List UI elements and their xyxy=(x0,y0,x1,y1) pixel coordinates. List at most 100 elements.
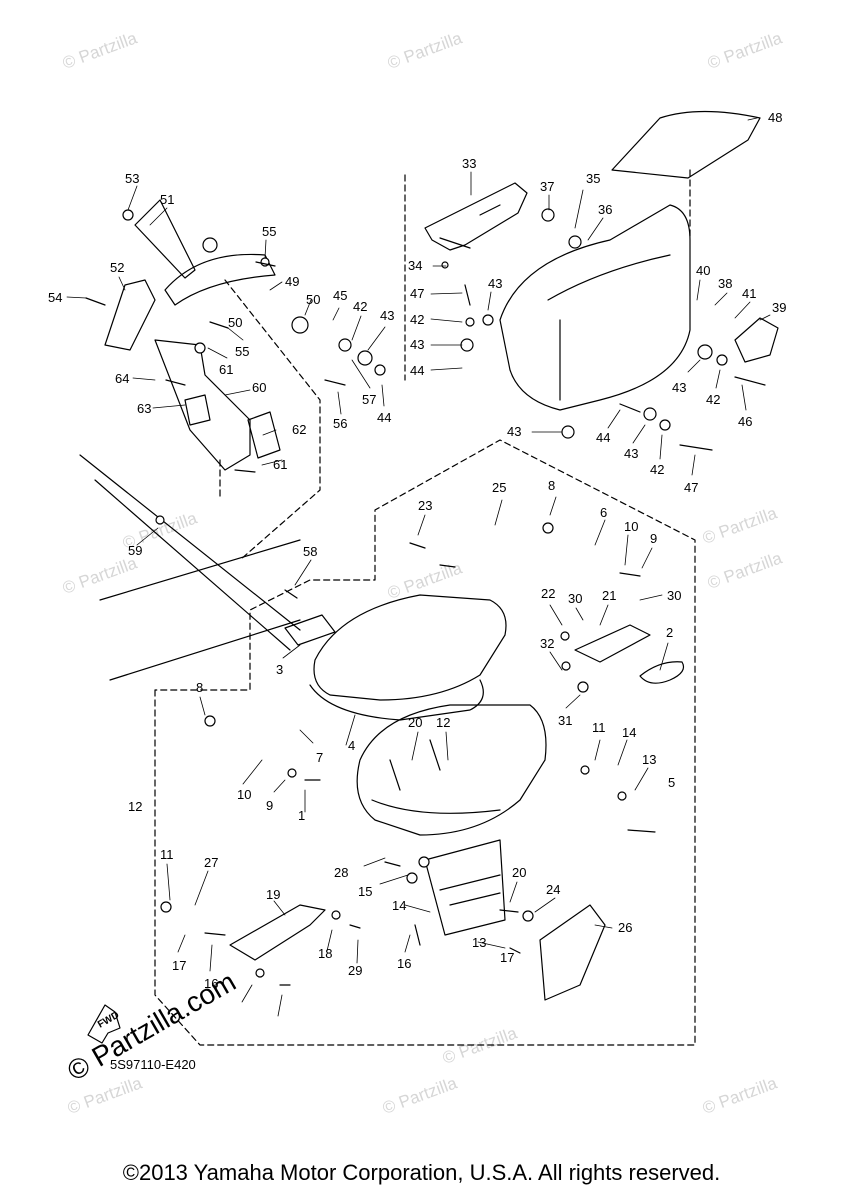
part-49-rail xyxy=(164,253,276,306)
callout-1: 1 xyxy=(298,808,305,823)
callout-54: 54 xyxy=(48,290,62,305)
callout-43: 43 xyxy=(624,446,638,461)
callout-12: 12 xyxy=(436,715,450,730)
callout-43: 43 xyxy=(488,276,502,291)
callout-43: 43 xyxy=(380,308,394,323)
callout-2: 2 xyxy=(666,625,673,640)
callout-22: 22 xyxy=(541,586,555,601)
callout-20: 20 xyxy=(408,715,422,730)
callout-9: 9 xyxy=(266,798,273,813)
callout-44: 44 xyxy=(596,430,610,445)
callout-4: 4 xyxy=(348,738,355,753)
callout-40: 40 xyxy=(696,263,710,278)
callout-59: 59 xyxy=(128,543,142,558)
callout-15: 15 xyxy=(358,884,372,899)
part-60-frame xyxy=(154,339,251,471)
callout-25: 25 xyxy=(492,480,506,495)
callout-51: 51 xyxy=(160,192,174,207)
callout-34: 34 xyxy=(408,258,422,273)
callout-20: 20 xyxy=(512,865,526,880)
callout-23: 23 xyxy=(418,498,432,513)
callout-57: 57 xyxy=(362,392,376,407)
callout-41: 41 xyxy=(742,286,756,301)
callout-18: 18 xyxy=(318,946,332,961)
callout-43: 43 xyxy=(672,380,686,395)
callout-52: 52 xyxy=(110,260,124,275)
part-63-pad xyxy=(184,394,211,426)
part-3-label xyxy=(284,614,336,646)
part-26-plate xyxy=(424,839,506,936)
callout-26: 26 xyxy=(618,920,632,935)
part-21-plate xyxy=(574,624,651,663)
bolts xyxy=(85,261,766,986)
callout-43: 43 xyxy=(410,337,424,352)
callout-50: 50 xyxy=(306,292,320,307)
callout-64: 64 xyxy=(115,371,129,386)
callout-9: 9 xyxy=(650,531,657,546)
part-39-plate xyxy=(734,317,779,363)
callout-27: 27 xyxy=(204,855,218,870)
callout-39: 39 xyxy=(772,300,786,315)
callout-42: 42 xyxy=(706,392,720,407)
callout-61: 61 xyxy=(219,362,233,377)
callout-44: 44 xyxy=(410,363,424,378)
callout-30: 30 xyxy=(568,591,582,606)
callout-11: 11 xyxy=(160,847,174,862)
callout-7: 7 xyxy=(316,750,323,765)
callout-8: 8 xyxy=(196,680,203,695)
callout-63: 63 xyxy=(137,401,151,416)
callout-46: 46 xyxy=(738,414,752,429)
copyright-notice: ©2013 Yamaha Motor Corporation, U.S.A. A… xyxy=(122,1160,721,1185)
callout-5: 5 xyxy=(668,775,675,790)
callout-56: 56 xyxy=(333,416,347,431)
callout-16: 16 xyxy=(397,956,411,971)
callout-47: 47 xyxy=(684,480,698,495)
part-saddlebag-right xyxy=(499,204,691,411)
part-24-plate xyxy=(539,904,606,1001)
callout-21: 21 xyxy=(602,588,616,603)
callout-19: 19 xyxy=(266,887,280,902)
callout-32: 32 xyxy=(540,636,554,651)
callout-13: 13 xyxy=(642,752,656,767)
callout-16: 16 xyxy=(204,976,218,991)
callout-53: 53 xyxy=(125,171,139,186)
boundary-lower xyxy=(154,439,696,1046)
callout-36: 36 xyxy=(598,202,612,217)
callout-50: 50 xyxy=(228,315,242,330)
callout-13: 13 xyxy=(472,935,486,950)
callout-62: 62 xyxy=(292,422,306,437)
callout-17: 17 xyxy=(172,958,186,973)
callout-44: 44 xyxy=(377,410,391,425)
callout-3: 3 xyxy=(276,662,283,677)
callout-42: 42 xyxy=(353,299,367,314)
part-52-bracket xyxy=(104,279,156,351)
callout-35: 35 xyxy=(586,171,600,186)
part-62-pad xyxy=(247,411,281,459)
diagram-code: 5S97110-E420 xyxy=(110,1057,196,1072)
callout-45: 45 xyxy=(333,288,347,303)
callout-60: 60 xyxy=(252,380,266,395)
callout-33: 33 xyxy=(462,156,476,171)
callout-29: 29 xyxy=(348,963,362,978)
callout-28: 28 xyxy=(334,865,348,880)
callout-11: 11 xyxy=(592,720,606,735)
part-15-hinge xyxy=(229,904,326,961)
callout-14: 14 xyxy=(622,725,636,740)
callout-8: 8 xyxy=(548,478,555,493)
callout-48: 48 xyxy=(768,110,782,125)
callout-31: 31 xyxy=(558,713,572,728)
callout-12: 12 xyxy=(128,799,142,814)
boundary-left xyxy=(219,279,321,561)
callout-42: 42 xyxy=(650,462,664,477)
callout-10: 10 xyxy=(624,519,638,534)
callout-10: 10 xyxy=(237,787,251,802)
part-case-body xyxy=(356,704,547,836)
part-51-grab-handle xyxy=(134,199,196,279)
callout-38: 38 xyxy=(718,276,732,291)
fasteners xyxy=(122,208,728,978)
callout-49: 49 xyxy=(285,274,299,289)
part-48-seat-pad xyxy=(611,110,761,179)
callout-61: 61 xyxy=(273,457,287,472)
